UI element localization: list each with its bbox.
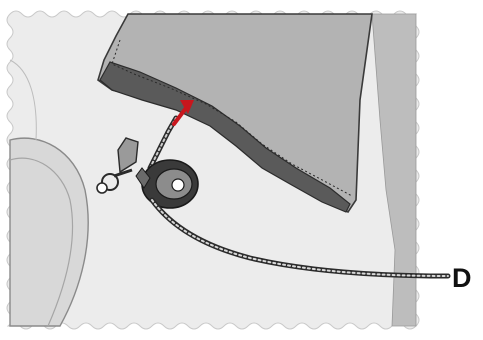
- callout-label: D: [452, 263, 472, 293]
